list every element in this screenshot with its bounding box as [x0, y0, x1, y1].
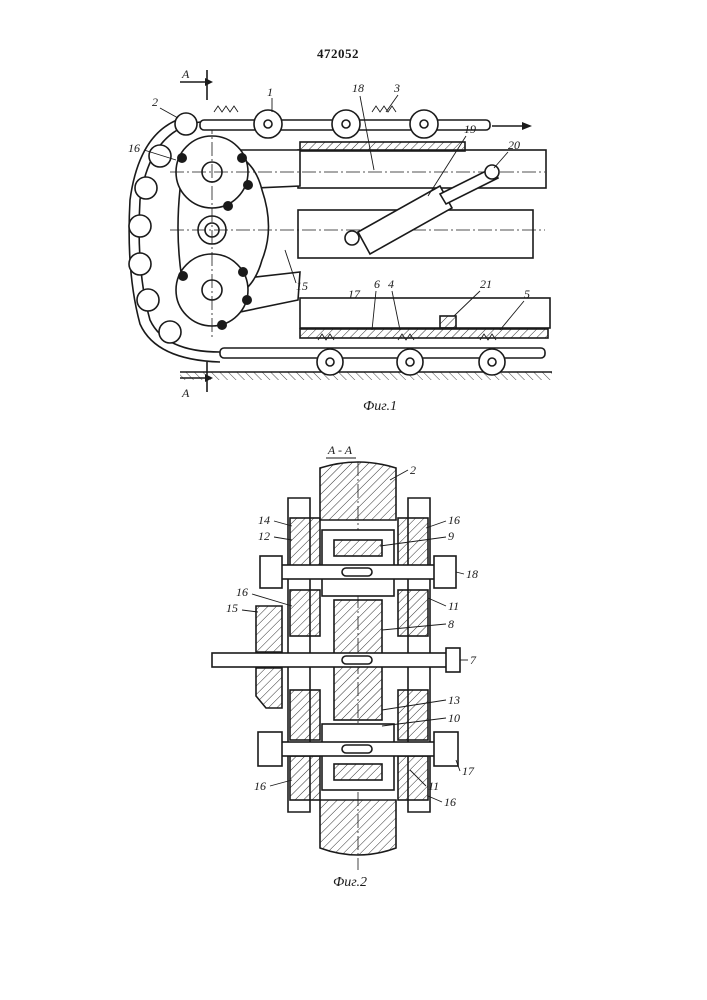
callout-1: 1: [267, 85, 273, 99]
callout-20: 20: [508, 138, 520, 152]
section-title: A - A: [327, 443, 353, 457]
frame-beams: [298, 142, 550, 338]
callout-11-b: 11: [428, 779, 439, 793]
body-16-right-bottom: [398, 756, 428, 800]
callout-14: 14: [258, 513, 270, 527]
section-mark-top-label: A: [181, 67, 190, 81]
callout-3: 3: [393, 81, 400, 95]
section-mark-bottom-label: A: [181, 386, 190, 400]
callout-17-fig2: 17: [462, 764, 475, 778]
figure-1-caption: Фиг.1: [363, 399, 397, 414]
body-16-left-bottom: [290, 756, 320, 800]
callout-16-right-b: 16: [444, 795, 456, 809]
callout-5: 5: [524, 287, 530, 301]
section-mark-top: A: [180, 67, 213, 100]
callout-13: 13: [448, 693, 460, 707]
callout-11-a: 11: [448, 599, 459, 613]
figure-2: A - A: [212, 443, 478, 890]
callout-18: 18: [352, 81, 364, 95]
callout-16: 16: [128, 141, 140, 155]
body-11-right-mid: [398, 590, 428, 636]
callout-7: 7: [470, 653, 477, 667]
body-14-left: [290, 518, 320, 568]
body-right-low: [398, 690, 428, 740]
callout-17: 17: [348, 287, 361, 301]
patent-number: 472052: [317, 46, 359, 61]
figure-2-caption: Фиг.2: [333, 875, 367, 890]
callout-9: 9: [448, 529, 454, 543]
callout-18-fig2: 18: [466, 567, 478, 581]
callout-16-right-a: 16: [448, 513, 460, 527]
callout-16-left-a: 16: [236, 585, 248, 599]
section-mark-bottom: A: [180, 362, 213, 400]
callout-6: 6: [374, 277, 380, 291]
callout-15: 15: [296, 279, 308, 293]
callout-10: 10: [448, 711, 460, 725]
callout-12: 12: [258, 529, 270, 543]
callout-16-left-b: 16: [254, 779, 266, 793]
body-left-low: [290, 690, 320, 740]
callout-8: 8: [448, 617, 454, 631]
upper-track-run: [200, 106, 490, 138]
callout-2: 2: [152, 95, 158, 109]
track-link-top: [320, 462, 396, 520]
body-16-left-mid: [290, 590, 320, 636]
callout-15-fig2: 15: [226, 601, 238, 615]
track-link-bottom: [320, 800, 396, 855]
direction-arrow: [492, 122, 532, 130]
figure-1: A A: [128, 67, 552, 414]
callout-2-fig2: 2: [410, 463, 416, 477]
callout-19: 19: [464, 122, 476, 136]
callout-4: 4: [388, 277, 394, 291]
callout-21: 21: [480, 277, 492, 291]
